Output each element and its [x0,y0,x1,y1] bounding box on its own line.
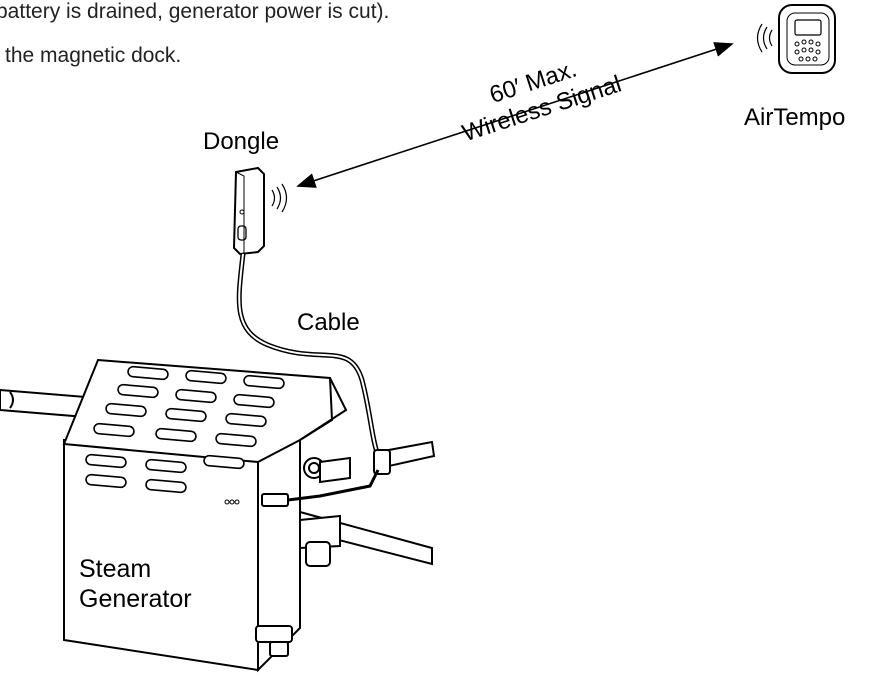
steam-label-line-2: Generator [79,585,192,613]
dongle-label: Dongle [203,128,280,155]
steam-generator-label: Steam Generator [79,554,192,614]
airtempo-device-icon [756,4,836,74]
intro-text-line-2: the magnetic dock. [5,44,182,67]
cable-label: Cable [297,309,360,336]
wireless-signal-arrow [296,42,734,188]
steam-label-line-1: Steam [79,555,152,583]
dongle-icon [232,166,288,256]
airtempo-label: AirTempo [744,104,846,131]
intro-text-line-1: battery is drained, generator power is c… [0,0,390,23]
steam-generator-illustration [0,358,436,673]
